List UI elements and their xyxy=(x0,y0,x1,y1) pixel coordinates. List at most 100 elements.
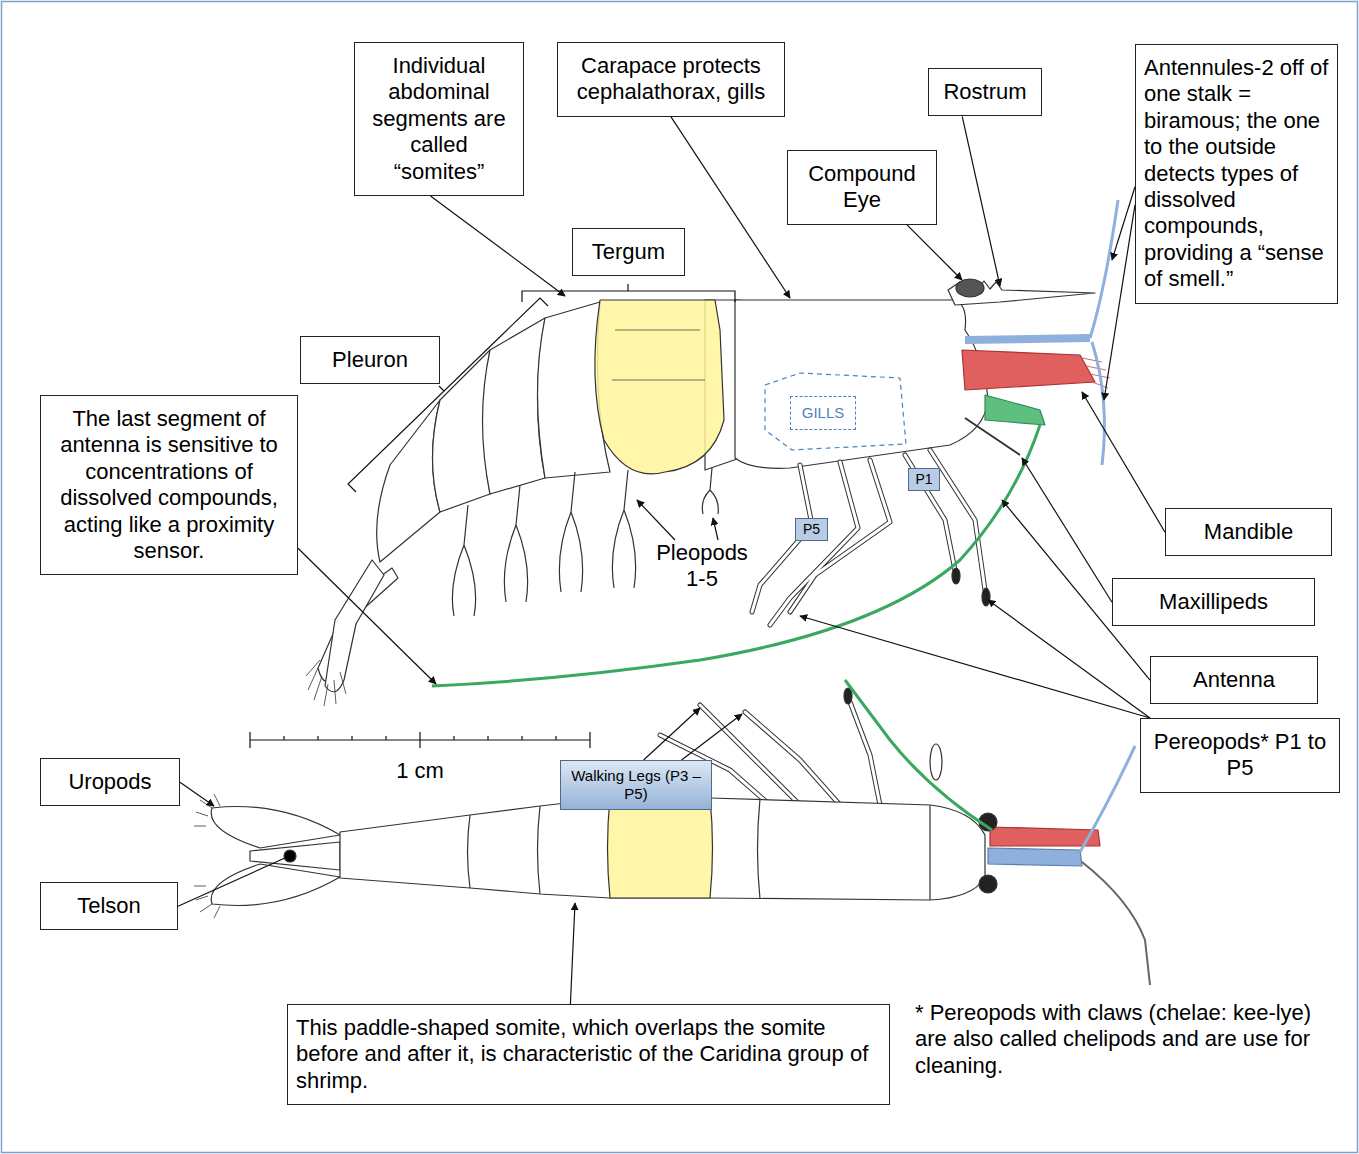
callout-text: Pereopods* P1 to P5 xyxy=(1149,729,1331,782)
lateral-shrimp xyxy=(952,568,960,584)
callout-box: Compound Eye xyxy=(787,150,937,225)
callout-text: Pleuron xyxy=(309,347,431,373)
callout-box: Maxillipeds xyxy=(1112,578,1315,626)
lateral-shrimp xyxy=(965,418,1020,455)
lateral-shrimp xyxy=(612,330,705,380)
scale-bar xyxy=(250,732,590,748)
lateral-shrimp xyxy=(962,350,1095,390)
callout-box: Tergum xyxy=(572,228,685,276)
dorsal-shrimp xyxy=(194,680,1150,985)
leader-line xyxy=(800,616,1150,718)
leader-line xyxy=(298,548,436,684)
lateral-shrimp xyxy=(765,373,906,450)
callout-text: Tergum xyxy=(581,239,676,265)
callout-text: Antenna xyxy=(1159,667,1309,693)
leader-line xyxy=(682,714,742,760)
lateral-shrimp xyxy=(306,660,346,706)
dorsal-shrimp xyxy=(1080,746,1135,852)
bracket xyxy=(348,284,735,492)
dorsal-shrimp xyxy=(194,794,220,918)
callout-text: Carapace protects cephalathorax, gills xyxy=(566,53,776,106)
callout-box: Telson xyxy=(40,882,178,930)
dorsal-shrimp xyxy=(608,798,713,898)
leader-line xyxy=(907,225,962,280)
lateral-shrimp xyxy=(612,470,635,588)
callout-text: Antennules-2 off of one stalk = biramous… xyxy=(1144,55,1329,293)
dorsal-shrimp xyxy=(284,850,296,862)
lateral-shrimp xyxy=(306,660,346,706)
walking-legs-box: Walking Legs (P3 – P5) xyxy=(560,760,712,810)
leader-line xyxy=(180,782,214,806)
bracket xyxy=(348,298,548,492)
lateral-shrimp xyxy=(702,468,718,514)
lateral-shrimp xyxy=(735,300,988,468)
leader-line xyxy=(178,858,285,906)
lateral-shrimp xyxy=(1092,342,1104,465)
dorsal-shrimp xyxy=(988,848,1082,866)
dorsal-shrimp xyxy=(340,798,985,900)
callout-text: Mandible xyxy=(1174,519,1323,545)
callout-text: Compound Eye xyxy=(796,161,928,214)
dorsal-shrimp xyxy=(211,864,340,905)
dorsal-shrimp xyxy=(468,799,931,900)
callout-box: Antennules-2 off of one stalk = biramous… xyxy=(1135,44,1338,304)
lateral-shrimp xyxy=(377,400,440,562)
gills-label: GILLS xyxy=(790,396,856,430)
lateral-shrimp xyxy=(985,395,1045,425)
leader-line xyxy=(1082,392,1165,532)
lateral-shrimp xyxy=(956,279,984,297)
callout-box: Pereopods* P1 to P5 xyxy=(1140,718,1340,793)
leg-tag: P5 xyxy=(795,518,828,541)
callout-text: Individual abdominal segments are called… xyxy=(363,53,515,185)
callout-box: Individual abdominal segments are called… xyxy=(354,42,524,196)
dorsal-shrimp xyxy=(979,875,997,893)
lateral-shrimp xyxy=(1090,200,1118,338)
lateral-shrimp xyxy=(965,338,1090,340)
lateral-shrimp xyxy=(432,425,1040,686)
leader-line xyxy=(671,117,790,298)
lateral-shrimp xyxy=(982,588,990,606)
dorsal-shrimp xyxy=(930,744,942,780)
lateral-shrimp xyxy=(595,300,724,474)
callout-box: Mandible xyxy=(1165,508,1332,556)
part-label: Pleopods 1-5 xyxy=(652,540,752,593)
lateral-shrimp xyxy=(559,472,582,592)
leader-line xyxy=(178,116,1165,1004)
dorsal-shrimp xyxy=(194,794,220,918)
dorsal-shrimp xyxy=(845,680,992,830)
callout-text: Walking Legs (P3 – P5) xyxy=(566,767,706,803)
leader-line xyxy=(1022,458,1112,602)
scale-bar xyxy=(250,732,590,748)
dorsal-shrimp xyxy=(211,807,340,848)
callout-text: The last segment of antenna is sensitive… xyxy=(49,406,289,564)
lateral-shrimp xyxy=(752,450,985,625)
lateral-shrimp xyxy=(325,560,384,692)
callout-box: Uropods xyxy=(40,758,180,806)
bracket xyxy=(522,284,735,302)
lateral-shrimp xyxy=(306,200,1118,706)
lateral-shrimp xyxy=(504,485,527,602)
callout-box: The last segment of antenna is sensitive… xyxy=(40,395,298,575)
lateral-shrimp xyxy=(752,450,985,625)
callout-text: P5 xyxy=(797,521,826,538)
leader-line xyxy=(570,903,575,1004)
dimension-label: 1 cm xyxy=(380,758,460,784)
callout-box: Carapace protects cephalathorax, gills xyxy=(557,42,785,117)
callout-text: Uropods xyxy=(49,769,171,795)
callout-text: GILLS xyxy=(795,404,851,422)
callout-box: Rostrum xyxy=(928,68,1042,116)
callout-text: This paddle-shaped somite, which overlap… xyxy=(296,1015,881,1094)
leader-line xyxy=(962,116,1000,286)
note-box: This paddle-shaped somite, which overlap… xyxy=(287,1004,890,1105)
callout-box: Antenna xyxy=(1150,656,1318,704)
lateral-shrimp xyxy=(752,450,985,625)
dorsal-shrimp xyxy=(844,688,852,704)
leader-line xyxy=(1104,205,1135,400)
leader-line xyxy=(637,500,675,540)
leg-tag: P1 xyxy=(908,468,940,491)
dorsal-shrimp xyxy=(1082,862,1150,985)
callout-text: Rostrum xyxy=(937,79,1033,105)
callout-text: Maxillipeds xyxy=(1121,589,1306,615)
